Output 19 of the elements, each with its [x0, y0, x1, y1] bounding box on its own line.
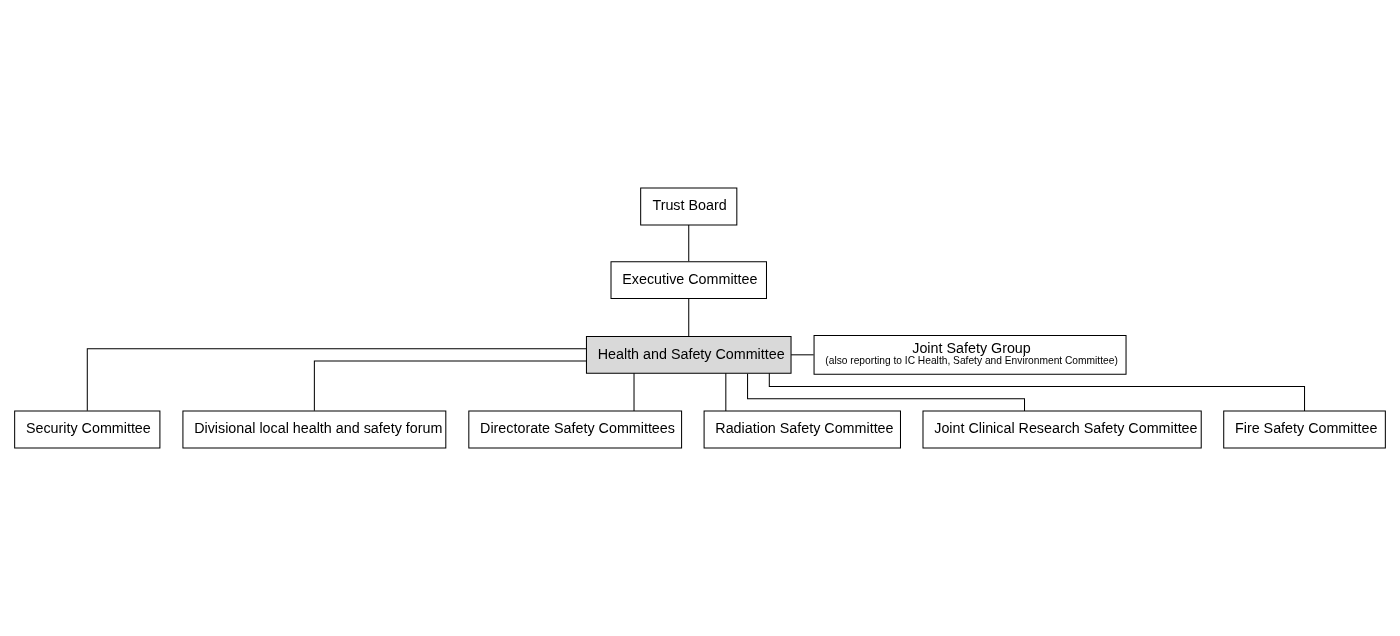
connector	[313, 360, 587, 412]
connector	[688, 298, 690, 337]
connector	[747, 373, 1026, 412]
node-box: Joint Safety Group (also reporting to IC Health, Safety and Environment Committee)	[813, 334, 1127, 375]
node-box: Directorate Safety Committees	[468, 410, 683, 449]
connector	[633, 372, 635, 412]
node-box: Trust Board	[640, 187, 738, 226]
connector	[86, 348, 587, 412]
node-box: Radiation Safety Committee	[703, 410, 901, 449]
connector	[725, 372, 727, 412]
node-box: Joint Clinical Research Safety Committee	[922, 410, 1202, 449]
connector	[768, 372, 1306, 412]
connector	[688, 224, 690, 262]
node-box: Divisional local health and safety forum	[182, 410, 447, 449]
connector	[790, 354, 815, 356]
node-box: Health and Safety Committee	[585, 335, 792, 374]
node-box: Security Committee	[14, 410, 161, 449]
node-box: Fire Safety Committee	[1223, 410, 1386, 449]
node-box: Executive Committee	[610, 261, 767, 300]
